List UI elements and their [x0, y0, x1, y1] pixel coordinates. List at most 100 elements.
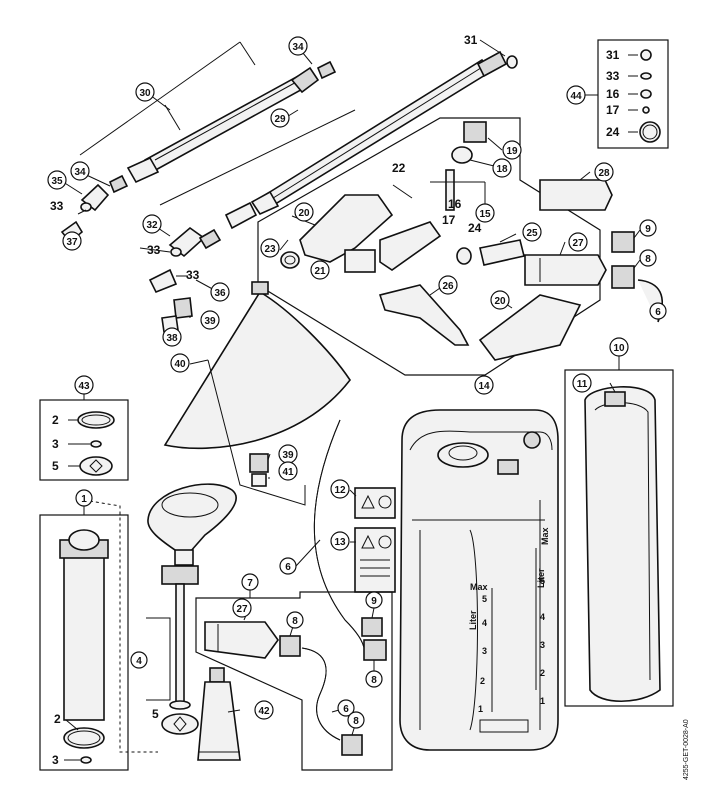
label-33-kit: 33	[606, 69, 620, 83]
callout-26: 26	[438, 275, 458, 295]
callout-39-lower: 39	[278, 444, 298, 464]
nut-8-mid	[363, 639, 387, 661]
plug-41	[251, 473, 267, 487]
callout-27-top: 27	[568, 232, 588, 252]
callout-38: 38	[162, 327, 182, 347]
svg-text:8: 8	[645, 254, 651, 265]
callout-8-kit-bottom: 8	[347, 711, 365, 729]
svg-text:20: 20	[298, 208, 310, 219]
label-2-pump: 2	[54, 712, 61, 726]
callout-28: 28	[594, 162, 614, 182]
oring-31-top	[506, 55, 518, 69]
callout-41: 41	[278, 461, 298, 481]
svg-text:37: 37	[66, 237, 78, 248]
oring-21	[280, 251, 300, 269]
nut-9-mid	[361, 617, 383, 637]
tank-liter-right: Liter	[536, 568, 546, 588]
svg-text:21: 21	[314, 266, 326, 277]
callout-32: 32	[142, 214, 162, 234]
label-2-kit: 2	[52, 413, 59, 427]
svg-text:18: 18	[496, 164, 508, 175]
callout-15: 15	[475, 203, 495, 223]
callout-10: 10	[609, 337, 629, 357]
hose-6-main	[313, 419, 366, 656]
callout-19: 19	[502, 140, 522, 160]
tank-tick-left-1: 1	[478, 704, 483, 714]
tank-max-left: Max	[470, 582, 488, 592]
svg-text:6: 6	[285, 562, 291, 573]
svg-text:20: 20	[494, 296, 506, 307]
fitting-32-33	[168, 226, 222, 258]
callout-9-right: 9	[639, 219, 657, 237]
callout-37: 37	[62, 231, 82, 251]
callout-34-top: 34	[288, 36, 308, 56]
svg-text:8: 8	[353, 716, 359, 727]
svg-text:29: 29	[274, 114, 286, 125]
nut-8-right	[611, 265, 635, 289]
lever-26	[378, 284, 470, 346]
svg-text:25: 25	[526, 228, 538, 239]
nut-34-left	[108, 174, 129, 194]
svg-text:41: 41	[282, 467, 294, 478]
grip-20	[478, 294, 582, 361]
label-24-handle: 24	[468, 221, 482, 235]
svg-text:4: 4	[136, 656, 142, 667]
grease-tube-42	[197, 667, 241, 761]
svg-text:19: 19	[506, 146, 518, 157]
label-5-kit: 5	[52, 459, 59, 473]
lance-30	[79, 41, 320, 184]
tube-25	[479, 239, 525, 266]
svg-text:9: 9	[645, 224, 651, 235]
valve-36	[148, 268, 188, 294]
svg-text:40: 40	[174, 359, 186, 370]
clip-22	[392, 184, 413, 199]
svg-text:42: 42	[258, 706, 270, 717]
valve-stem-15	[430, 121, 487, 211]
callout-6-kit: 6	[337, 699, 355, 717]
nut-9-right	[611, 231, 635, 253]
callout-29: 29	[270, 108, 290, 128]
callout-27-kit: 27	[232, 598, 252, 618]
label-13	[354, 527, 396, 593]
pump-handle	[147, 483, 237, 566]
cap-39-lower	[249, 453, 269, 473]
tank-liter-left: Liter	[468, 610, 478, 630]
tank-tick-right-4: 4	[540, 612, 545, 622]
callout-13: 13	[330, 531, 350, 551]
tank-tick-right-1: 1	[540, 696, 545, 706]
callout-39-left: 39	[200, 310, 220, 330]
svg-text:38: 38	[166, 333, 178, 344]
callout-35: 35	[47, 170, 67, 190]
callout-8-kit-top: 8	[286, 611, 304, 629]
svg-text:13: 13	[334, 537, 346, 548]
svg-text:34: 34	[292, 42, 304, 53]
svg-text:39: 39	[282, 450, 294, 461]
callout-9-mid: 9	[365, 591, 383, 609]
svg-text:36: 36	[214, 288, 226, 299]
tank-tick-right-5: 5	[540, 576, 545, 586]
pump-box-1	[39, 499, 158, 771]
callout-20-grip: 20	[490, 290, 510, 310]
callout-36: 36	[210, 282, 230, 302]
callout-6-hose: 6	[279, 557, 297, 575]
svg-text:6: 6	[343, 704, 349, 715]
svg-text:1: 1	[81, 494, 87, 505]
hose-40	[163, 281, 351, 450]
seal-kit-box-43	[39, 390, 129, 481]
svg-text:23: 23	[264, 244, 276, 255]
callout-7: 7	[241, 573, 259, 591]
svg-text:12: 12	[334, 485, 346, 496]
trigger-housing-20	[299, 194, 442, 273]
tank-tick-right-2: 2	[540, 668, 545, 678]
svg-text:14: 14	[478, 381, 490, 392]
label-3-pump: 3	[52, 753, 59, 767]
callout-20-housing: 20	[294, 202, 314, 222]
piston-5	[161, 713, 199, 735]
tank-tick-left-5: 5	[482, 594, 487, 604]
strap-box-10	[564, 352, 674, 707]
svg-text:35: 35	[51, 176, 63, 187]
oring-24	[456, 247, 472, 265]
label-5-piston: 5	[152, 707, 159, 721]
svg-text:7: 7	[247, 578, 253, 589]
callout-30: 30	[135, 82, 155, 102]
